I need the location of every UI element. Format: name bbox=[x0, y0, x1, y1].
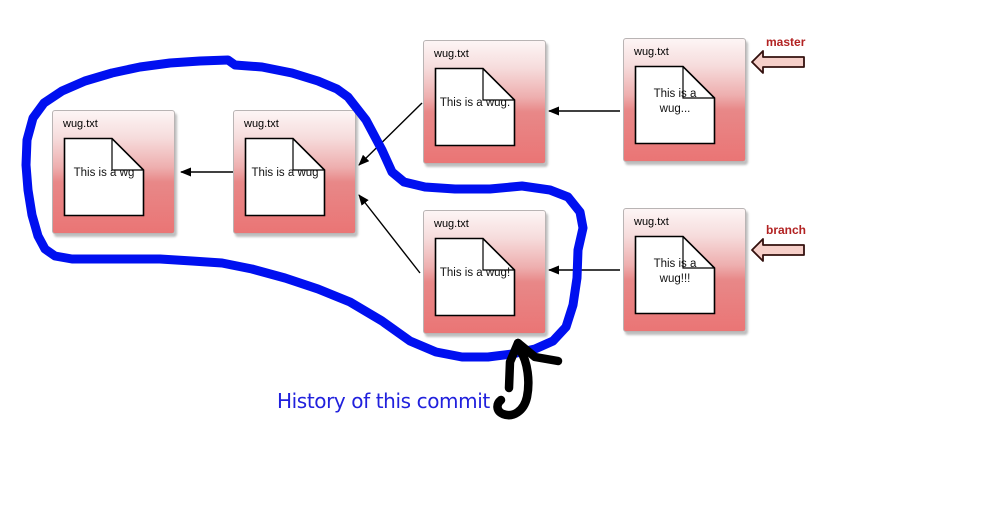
document-text-line: wug... bbox=[659, 102, 691, 115]
document-icon: This is a wg bbox=[63, 137, 145, 217]
document-text: This is a wug!!! bbox=[634, 235, 716, 315]
branch-ref-label: branch bbox=[766, 223, 807, 237]
document-text-line: This is a wug. bbox=[439, 97, 511, 109]
document-text-line: This is a wug bbox=[251, 167, 319, 179]
file-name-label: wug.txt bbox=[434, 218, 469, 230]
document-text-line: wug!!! bbox=[659, 272, 691, 285]
commit-box-master-parent: wug.txt This is a wug. bbox=[423, 40, 546, 164]
document-icon: This is a wug! bbox=[434, 237, 516, 317]
hand-arrow-right-barb bbox=[513, 338, 563, 366]
branch-pointer-arrow-icon bbox=[751, 238, 805, 262]
document-text-line: This is a bbox=[653, 257, 697, 270]
hand-arrow-tail bbox=[493, 345, 533, 420]
master-pointer-arrow-icon bbox=[751, 50, 805, 74]
master-ref-label: master bbox=[766, 35, 806, 49]
document-text: This is a wug... bbox=[634, 65, 716, 145]
arrow-master-parent-to-base bbox=[358, 102, 423, 166]
document-text: This is a wg bbox=[63, 137, 145, 217]
document-text-line: This is a wug! bbox=[439, 267, 511, 279]
document-text: This is a wug! bbox=[434, 237, 516, 317]
document-text: This is a wug bbox=[244, 137, 326, 217]
document-text-line: This is a bbox=[653, 87, 697, 100]
document-page-icon bbox=[634, 235, 716, 315]
hand-drawn-arrow-icon bbox=[493, 338, 563, 420]
document-text: This is a wug. bbox=[434, 67, 516, 147]
caption-history-of-commit: History of this commit bbox=[277, 389, 490, 413]
commit-box-merge-base: wug.txt This is a wug bbox=[233, 110, 356, 234]
document-page-icon bbox=[634, 65, 716, 145]
commit-box-master-head: wug.txt This is a wug... bbox=[623, 38, 746, 162]
document-icon: This is a wug!!! bbox=[634, 235, 716, 315]
document-icon: This is a wug. bbox=[434, 67, 516, 147]
file-name-label: wug.txt bbox=[634, 216, 669, 228]
file-name-label: wug.txt bbox=[244, 118, 279, 130]
arrow-branch-parent-to-base bbox=[358, 194, 421, 274]
file-name-label: wug.txt bbox=[63, 118, 98, 130]
document-text-line: This is a wg bbox=[73, 167, 135, 179]
document-icon: This is a wug... bbox=[634, 65, 716, 145]
commit-box-branch-head: wug.txt This is a wug!!! bbox=[623, 208, 746, 332]
document-icon: This is a wug bbox=[244, 137, 326, 217]
commit-box-oldest: wug.txt This is a wg bbox=[52, 110, 175, 234]
hand-arrow-left-stroke bbox=[504, 338, 523, 393]
commit-box-branch-parent: wug.txt This is a wug! bbox=[423, 210, 546, 334]
file-name-label: wug.txt bbox=[634, 46, 669, 58]
file-name-label: wug.txt bbox=[434, 48, 469, 60]
